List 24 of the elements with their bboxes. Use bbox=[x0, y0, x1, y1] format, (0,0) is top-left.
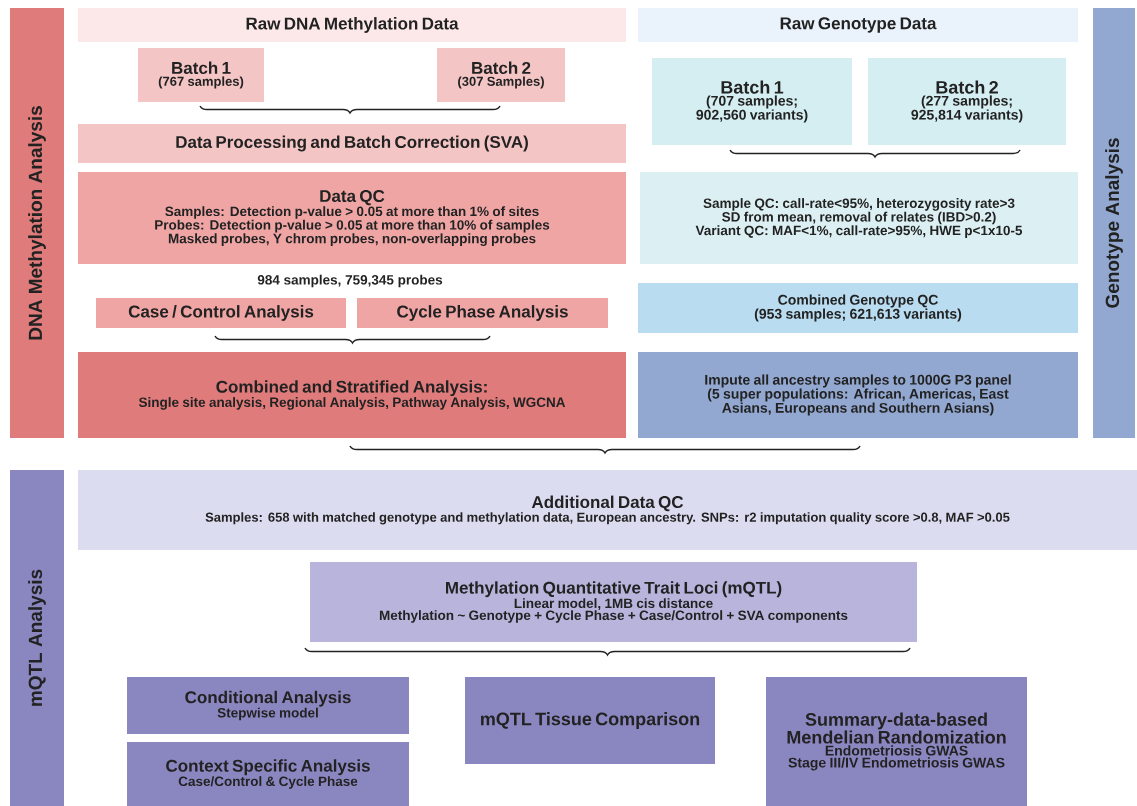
side-band: Genotype Analysis bbox=[1093, 8, 1135, 438]
process-box: Batch 1 (707 samples; 902,560 variants) bbox=[652, 58, 852, 145]
process-box: Batch 2 (307 Samples) bbox=[437, 48, 565, 102]
process-box: Batch 2 (277 samples; 925,814 variants) bbox=[868, 58, 1066, 145]
note-text: 984 samples, 759,345 probes bbox=[257, 274, 443, 288]
process-box: Cycle Phase Analysis bbox=[357, 298, 608, 328]
process-box: Context Specific Analysis Case/Control & Cycle Phase bbox=[127, 742, 409, 806]
process-box: Data QC Samples: Detection p-value > 0.05 at more than 1% of sites Probes: Detection p-value > 0.05 at more than 10% of samples Masked probes, Y chrom probes, non-overlapping probes bbox=[78, 172, 626, 264]
process-box: Impute all ancestry samples to 1000G P3 panel (5 super populations: African, Americas, East Asians, Europeans and Southern Asians) bbox=[638, 352, 1078, 438]
process-box: Conditional Analysis Stepwise model bbox=[127, 677, 409, 734]
process-box: Combined Genotype QC (953 samples; 621,613 variants) bbox=[638, 283, 1078, 333]
process-box: Raw Genotype Data bbox=[638, 8, 1078, 42]
side-band: mQTL Analysis bbox=[10, 470, 64, 806]
process-box: Data Processing and Batch Correction (SVA) bbox=[78, 124, 626, 163]
side-band: DNA Methylation Analysis bbox=[10, 8, 64, 438]
process-box: Methylation Quantitative Trait Loci (mQTL) Linear model, 1MB cis distance Methylation ~ Genotype + Cycle Phase + Case/Control + SVA components bbox=[310, 562, 917, 642]
process-box: Case / Control Analysis bbox=[96, 298, 346, 328]
process-box: Additional Data QC Samples: 658 with matched genotype and methylation data, European ancestry. SNPs: r2 imputation quality score >0.8, MAF >0.05 bbox=[78, 470, 1137, 550]
process-box: Sample QC: call-rate<95%, heterozygosity rate>3 SD from mean, removal of relates (IBD>0.2) Variant QC: MAF<1%, call-rate>95%, HWE p<1x10-5 bbox=[640, 172, 1078, 264]
process-box: Summary-data-based Mendelian Randomization Endometriosis GWAS Stage III/IV Endometriosis GWAS bbox=[766, 677, 1027, 806]
process-box: mQTL Tissue Comparison bbox=[465, 677, 715, 764]
process-box: Raw DNA Methylation Data bbox=[78, 8, 626, 42]
process-box: Batch 1 (767 samples) bbox=[138, 48, 264, 102]
process-box: Combined and Stratified Analysis: Single site analysis, Regional Analysis, Pathway Analysis, WGCNA bbox=[78, 352, 626, 438]
